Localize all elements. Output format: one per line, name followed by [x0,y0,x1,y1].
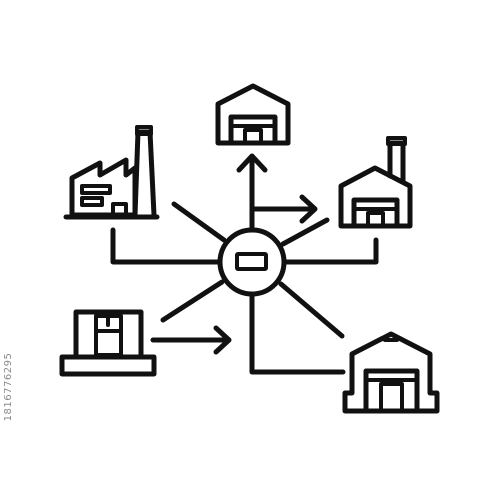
hub-chip [235,252,268,271]
arrow-right-head [299,194,318,224]
warehouse-bottom-icon [342,331,440,414]
connector-right-warehouse-elbow [282,237,379,265]
warehouse-top-icon [215,83,291,146]
central-hub-icon [217,227,287,297]
connector-factory-elbow [110,227,221,265]
arrow-up-head [236,153,268,173]
connector-right-diagonal [280,217,330,247]
factory-icon [63,125,160,220]
connector-bottom-right-diagonal [278,281,345,339]
warehouse-with-chimney-icon [338,136,413,229]
connector-factory-diagonal [171,201,227,243]
stock-id-text: 1816776295 [3,352,14,422]
arrow-laptop-head [213,325,232,355]
connector-bottom-elbow [249,293,346,375]
connector-laptop-diagonal [160,279,225,323]
connectors [110,153,379,375]
laptop-box-icon [59,309,157,377]
